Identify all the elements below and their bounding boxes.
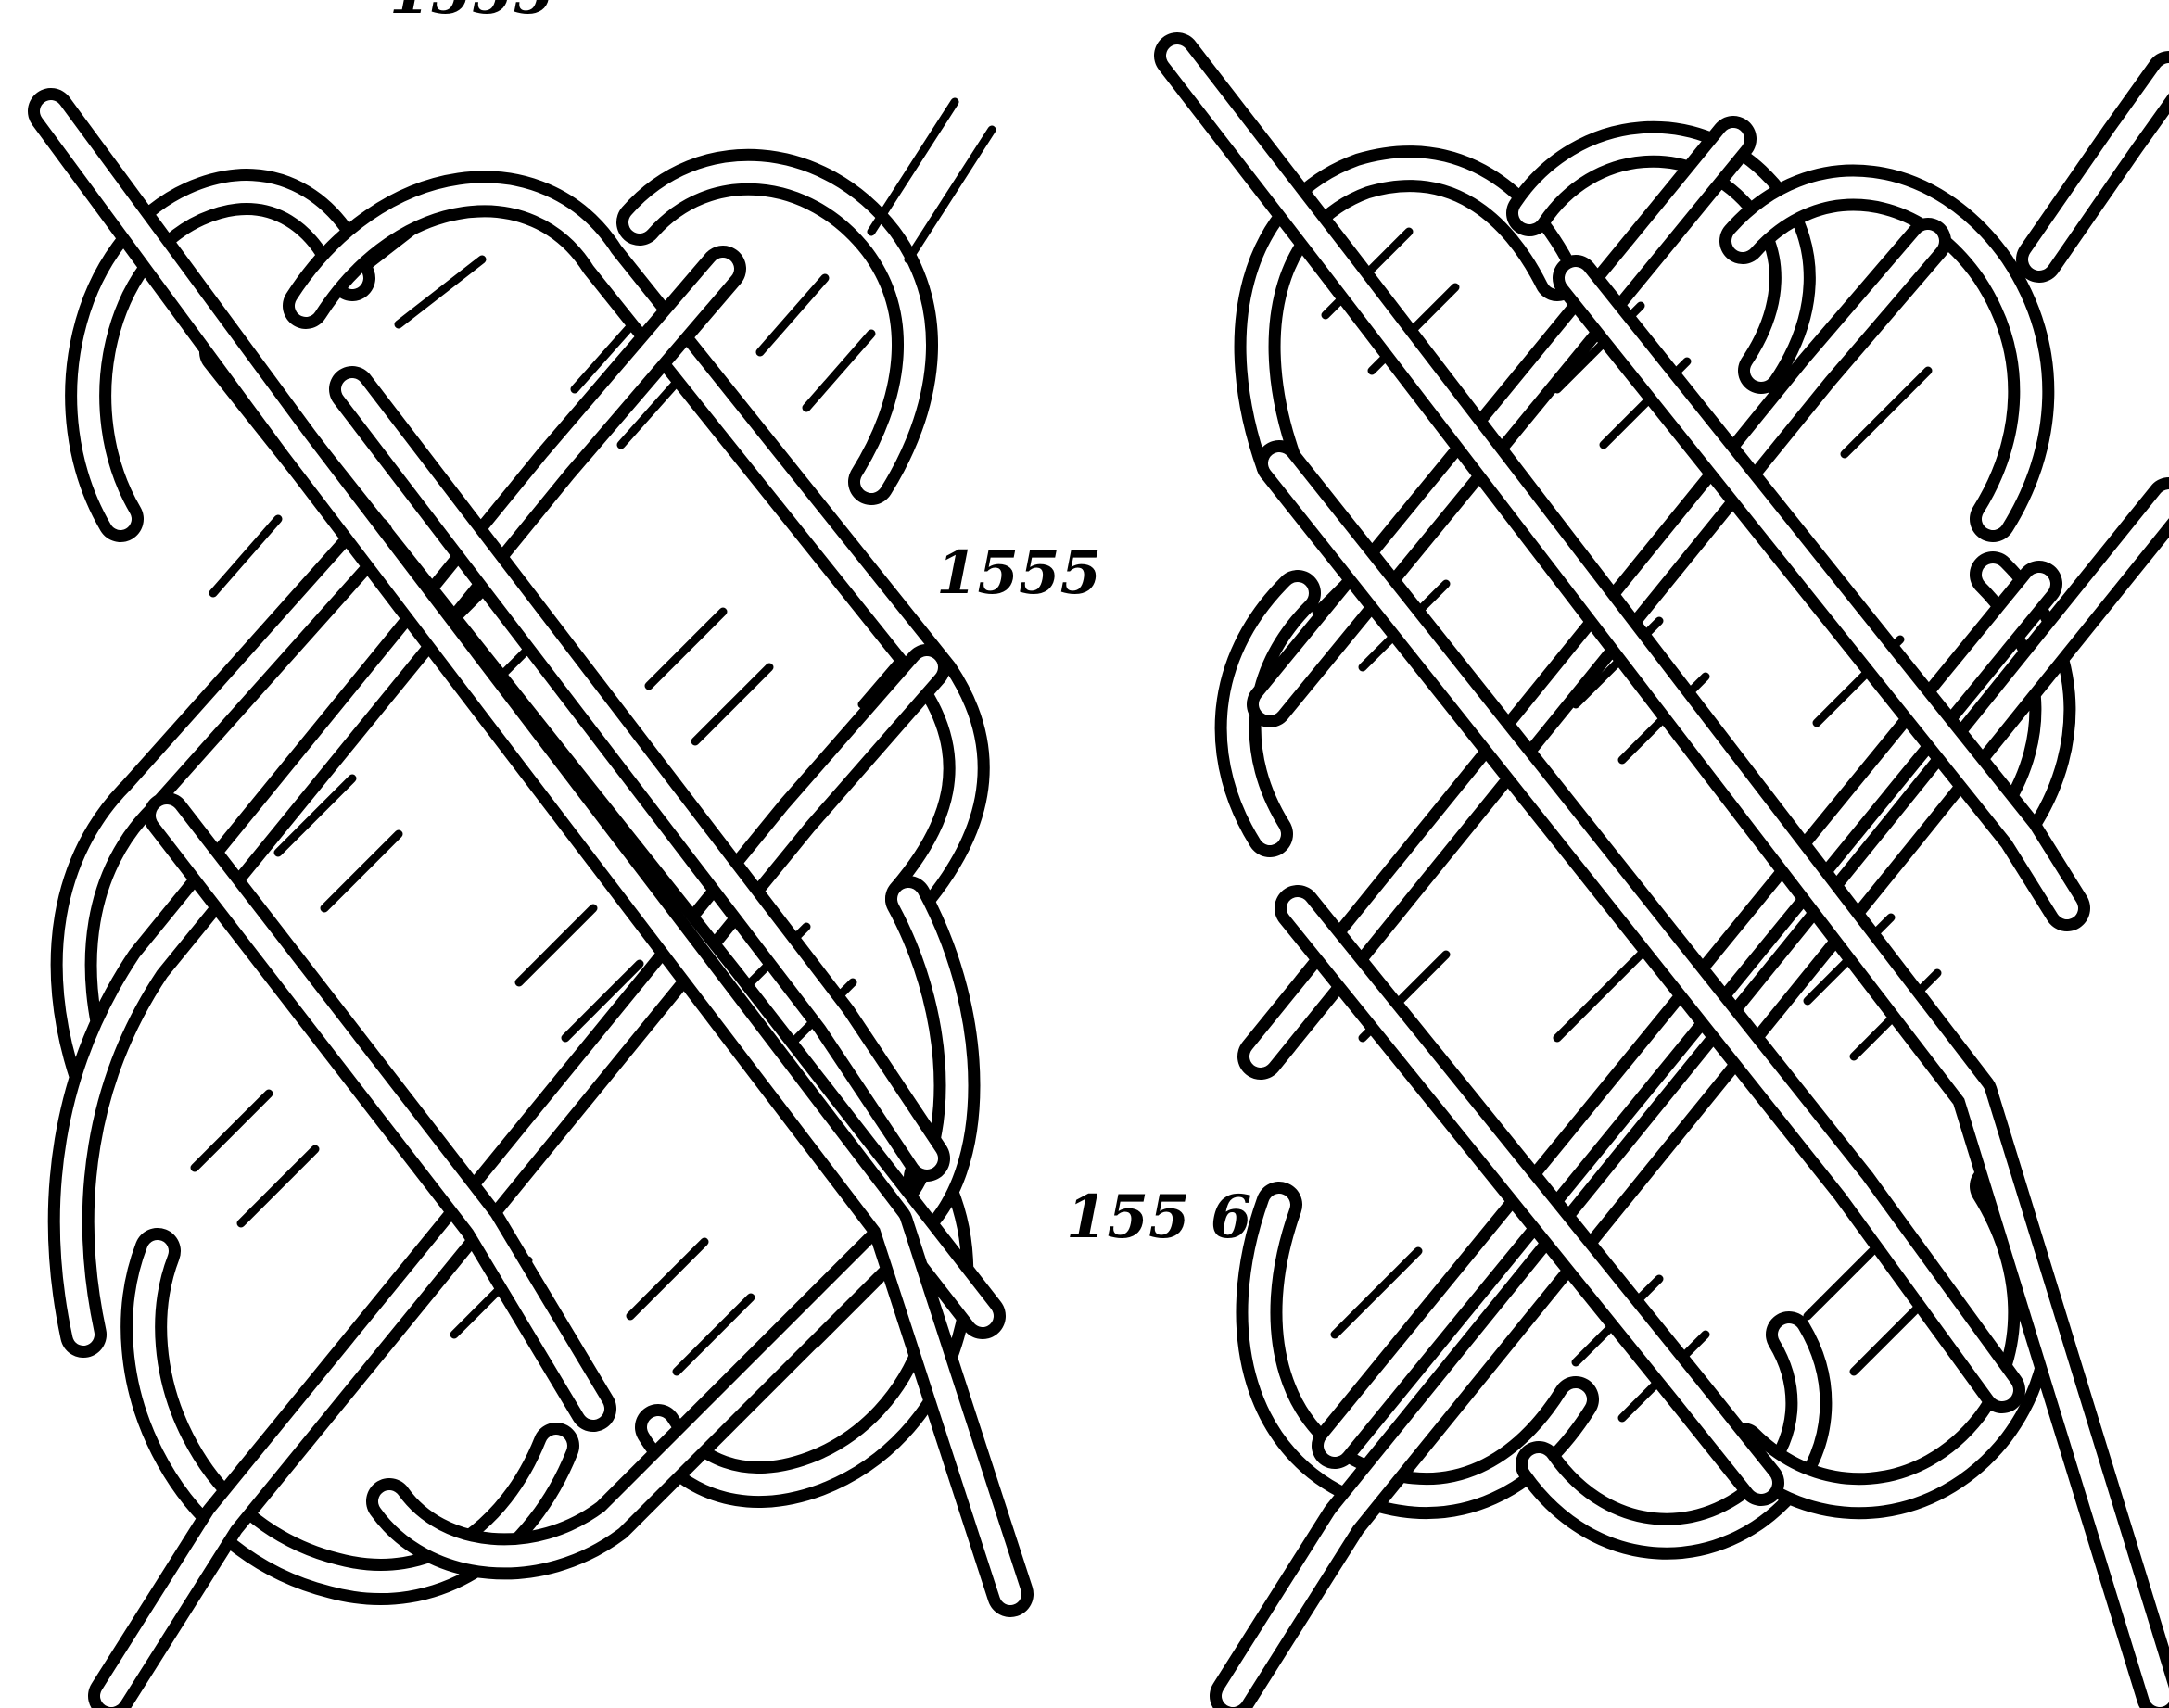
knot-figure-1555: 1555 <box>51 102 1101 1696</box>
knot-figure-1556: 155 6 <box>1066 56 2169 1696</box>
cropped-top-label: 1555 <box>389 0 554 28</box>
right-knot-cords <box>1177 56 2169 1696</box>
figure-label-1555: 1555 <box>936 538 1101 608</box>
figure-label-1556: 155 6 <box>1066 1183 1251 1252</box>
